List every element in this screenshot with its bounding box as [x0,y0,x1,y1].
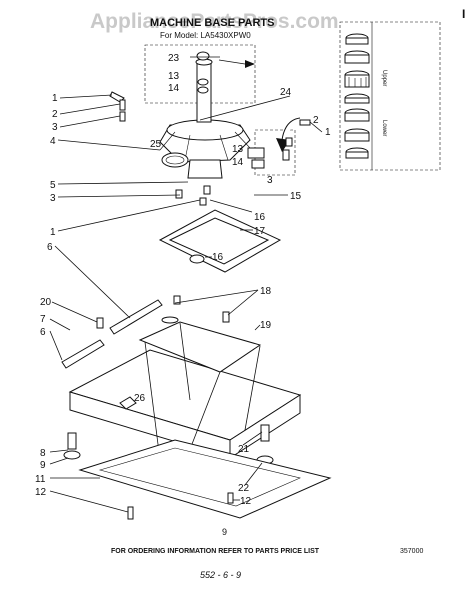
callout-8: 8 [40,448,46,459]
callout-13: 13 [168,71,180,82]
callout-3: 3 [52,122,58,133]
callout-3-mid: 3 [50,193,56,204]
callout-19: 19 [260,320,272,331]
callout-17: 17 [254,226,266,237]
callout-14-right: 14 [232,157,244,168]
callout-20: 20 [40,297,52,308]
callout-24: 24 [280,87,292,98]
upper-label: Upper [381,70,387,86]
model-number: For Model: LA5430XPW0 [160,31,251,40]
callout-3-right: 3 [267,175,273,186]
leveling-leg-left [63,432,81,460]
callout-7: 7 [40,314,46,325]
bearing-side-panel: Upper Lower [339,21,441,171]
callout-2: 2 [52,109,58,120]
callout-14: 14 [168,83,180,94]
callout-5: 5 [50,180,56,191]
watermark: AppliancePartsPros.com [90,10,339,33]
lever-upper [96,299,163,335]
page-title: MACHINE BASE PARTS [150,17,274,29]
callout-9: 9 [40,460,46,471]
callout-11: 11 [35,474,46,485]
page-number: 9 [222,527,227,537]
callout-16: 16 [254,212,266,223]
callout-4: 4 [50,136,56,147]
fastener-group-right [247,119,311,169]
callout-25: 25 [150,139,162,150]
callout-6-lower: 6 [40,327,46,338]
callout-1: 1 [52,93,58,104]
callout-16-inner: 16 [212,252,224,263]
callout-2-right: 2 [313,115,319,126]
callout-1-right: 1 [325,127,331,138]
bearing-stack-lower [344,93,370,159]
callout-23: 23 [168,53,180,64]
callout-1-mid: 1 [50,227,56,238]
lower-label: Lower [381,120,387,136]
handwritten-code: 552 - 6 - 9 [200,570,241,580]
callout-15: 15 [290,191,302,202]
callout-22: 22 [238,483,250,494]
fastener-group-left [109,91,126,122]
callout-12-right: 12 [240,496,252,507]
corner-mark: I [462,7,465,21]
callout-labels: 1 2 3 4 25 23 13 14 24 2 1 13 14 3 5 3 1… [35,53,331,507]
bearing-stack-upper [344,33,370,88]
lever-lower [61,339,105,369]
callout-12: 12 [35,487,47,498]
document-number: 357000 [400,548,423,555]
callout-6: 6 [47,242,53,253]
assembly-arrow [281,117,301,141]
callout-13-right: 13 [232,144,244,155]
transmission-assembly [144,44,296,179]
base-plate [78,439,332,520]
callout-26: 26 [134,393,146,404]
callout-18: 18 [260,286,272,297]
ordering-note: FOR ORDERING INFORMATION REFER TO PARTS … [111,548,320,555]
callout-21: 21 [238,444,250,455]
pump-mount-bracket [158,185,282,273]
leader-lines [49,56,323,513]
